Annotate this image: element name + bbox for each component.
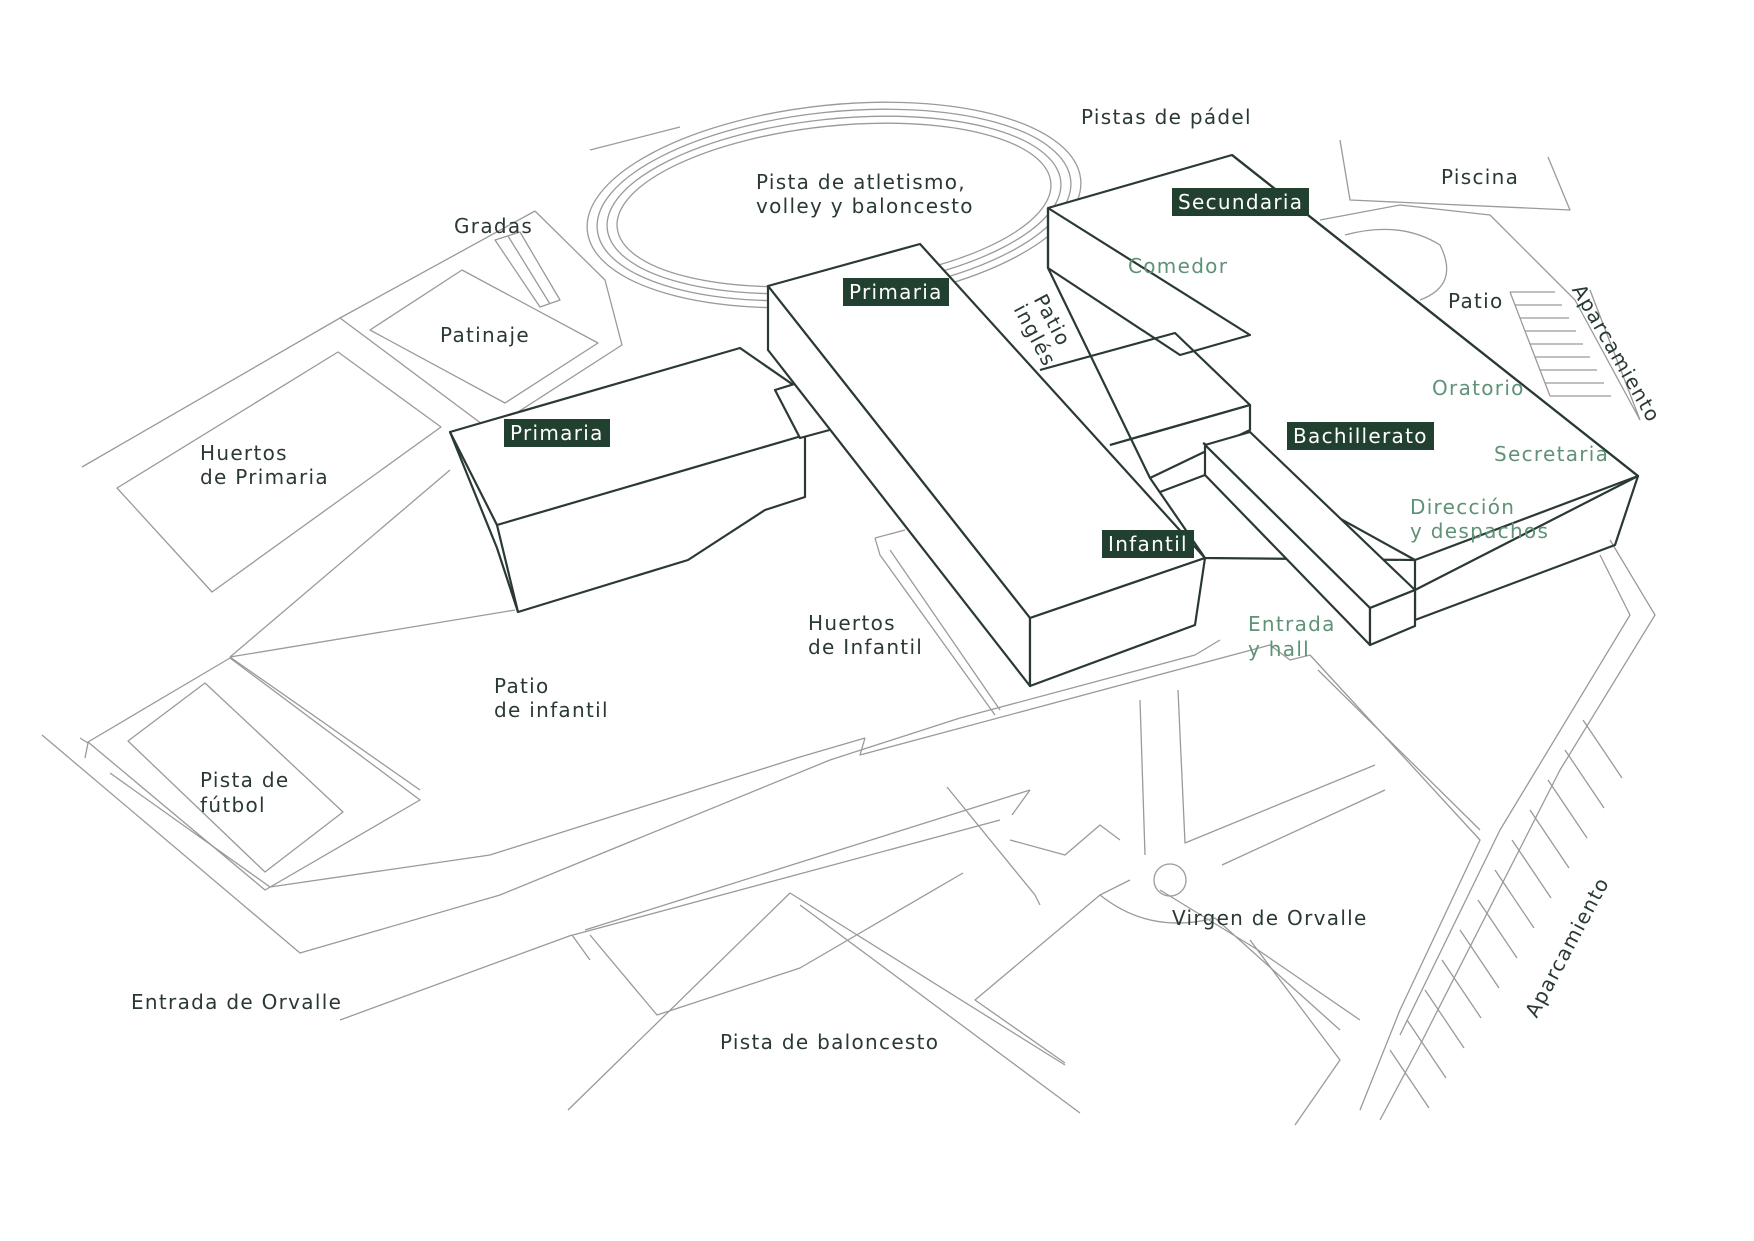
- infantil-path-a: [874, 537, 996, 716]
- label-comedor: Comedor: [1128, 254, 1229, 278]
- label-patinaje: Patinaje: [440, 323, 531, 347]
- east-avenue-east: [1379, 539, 1656, 1121]
- tag-primaria-west[interactable]: Primaria: [504, 419, 610, 447]
- roundabout-arc: [1099, 894, 1341, 1031]
- label-patio-infantil-1: Patio: [494, 674, 550, 698]
- infantil-path-b: [874, 529, 906, 539]
- label-entrada-hall-1: Entrada: [1248, 612, 1336, 636]
- south-path-outer: [41, 717, 961, 954]
- label-pista-atletismo-2: volley y baloncesto: [756, 194, 974, 218]
- piscina-area: [1339, 139, 1571, 211]
- road-baloncesto-west: [567, 892, 791, 1111]
- parking-stripes-south: [1389, 719, 1623, 1109]
- label-piscina: Piscina: [1441, 165, 1520, 189]
- gradas-stand: [494, 231, 561, 308]
- road-s-1: [584, 789, 1031, 931]
- road-sw-2: [589, 872, 964, 1016]
- gradas-stand-line: [507, 235, 551, 305]
- label-pista-baloncesto: Pista de baloncesto: [720, 1030, 940, 1054]
- label-direccion-2: y despachos: [1410, 519, 1550, 543]
- entrance-road-inner: [959, 639, 1221, 719]
- road-sw-1: [339, 934, 591, 1021]
- label-pistas-padel: Pistas de pádel: [1081, 105, 1252, 129]
- secundaria-upper-line: [1046, 207, 1252, 357]
- parking-stripes-north: [1509, 289, 1641, 421]
- road-south-loop: [974, 879, 1131, 1064]
- road-vertical-b: [1177, 689, 1376, 844]
- label-gradas: Gradas: [454, 214, 534, 238]
- east-avenue-west: [1309, 654, 1481, 1111]
- tag-primaria-main[interactable]: Primaria: [843, 278, 949, 306]
- label-secretaria: Secretaria: [1494, 442, 1610, 466]
- tag-secundaria[interactable]: Secundaria: [1172, 188, 1310, 216]
- east-perimeter: [1319, 204, 1641, 421]
- label-huertos-primaria-1: Huertos: [200, 441, 288, 465]
- label-direccion-1: Dirección: [1410, 495, 1516, 519]
- secundaria-south-roof: [1414, 475, 1639, 591]
- tag-bachillerato[interactable]: Bachillerato: [1287, 422, 1434, 450]
- road-south-east-2: [1249, 939, 1341, 1126]
- road-baloncesto-top: [789, 892, 1066, 1066]
- roundabout: [1153, 863, 1187, 897]
- label-entrada-orvalle: Entrada de Orvalle: [131, 990, 343, 1014]
- road-mid: [1009, 824, 1121, 856]
- patio-infantil-line-west: [229, 469, 451, 658]
- primaria-main-south-wall: [1028, 556, 1207, 688]
- buildings: [448, 153, 1640, 688]
- infantil-path-c: [889, 549, 1001, 711]
- label-pista-futbol-1: Pista de: [200, 768, 290, 792]
- primaria-west-block: [448, 346, 807, 614]
- futbol-east-line: [229, 656, 421, 791]
- road-diag-2: [1011, 789, 1031, 816]
- road-east-1: [1221, 789, 1386, 866]
- label-entrada-hall-2: y hall: [1248, 637, 1311, 661]
- label-huertos-primaria-2: de Primaria: [200, 465, 329, 489]
- label-huertos-infantil-1: Huertos: [808, 611, 896, 635]
- patio-curve: [1344, 228, 1448, 301]
- bachillerato-end-wall: [1368, 588, 1417, 647]
- road-baloncesto-south: [799, 904, 1081, 1114]
- gradas-boundary: [489, 210, 623, 431]
- label-pista-futbol-2: fútbol: [200, 793, 266, 817]
- primaria-west-edge: [495, 524, 520, 613]
- patinaje-rink: [369, 269, 599, 404]
- futbol-surround: [87, 657, 421, 891]
- futbol-pitch: [127, 682, 344, 873]
- huertos-primaria-plot: [116, 351, 442, 593]
- sw-notch: [79, 737, 89, 759]
- label-huertos-infantil-2: de Infantil: [808, 635, 924, 659]
- east-avenue-east-inner: [1399, 554, 1631, 1036]
- north-edge: [589, 126, 681, 151]
- patinaje-border-line: [339, 317, 491, 431]
- secundaria-mid-block-2: [1109, 403, 1252, 479]
- bachillerato-link: [1159, 473, 1206, 494]
- label-patio: Patio: [1448, 289, 1504, 313]
- label-patio-infantil-2: de infantil: [494, 698, 609, 722]
- patio-infantil-line-north: [229, 609, 516, 658]
- label-virgen-orvalle: Virgen de Orvalle: [1172, 906, 1368, 930]
- tag-infantil[interactable]: Infantil: [1102, 530, 1194, 558]
- east-avenue-inner: [1317, 669, 1481, 831]
- label-pista-atletismo-1: Pista de atletismo,: [756, 170, 966, 194]
- road-vertical-a: [1139, 699, 1146, 856]
- entrance-road-top: [859, 644, 1311, 756]
- road-diag-1: [946, 786, 1041, 906]
- label-oratorio: Oratorio: [1432, 376, 1525, 400]
- road-s-2: [572, 819, 1001, 936]
